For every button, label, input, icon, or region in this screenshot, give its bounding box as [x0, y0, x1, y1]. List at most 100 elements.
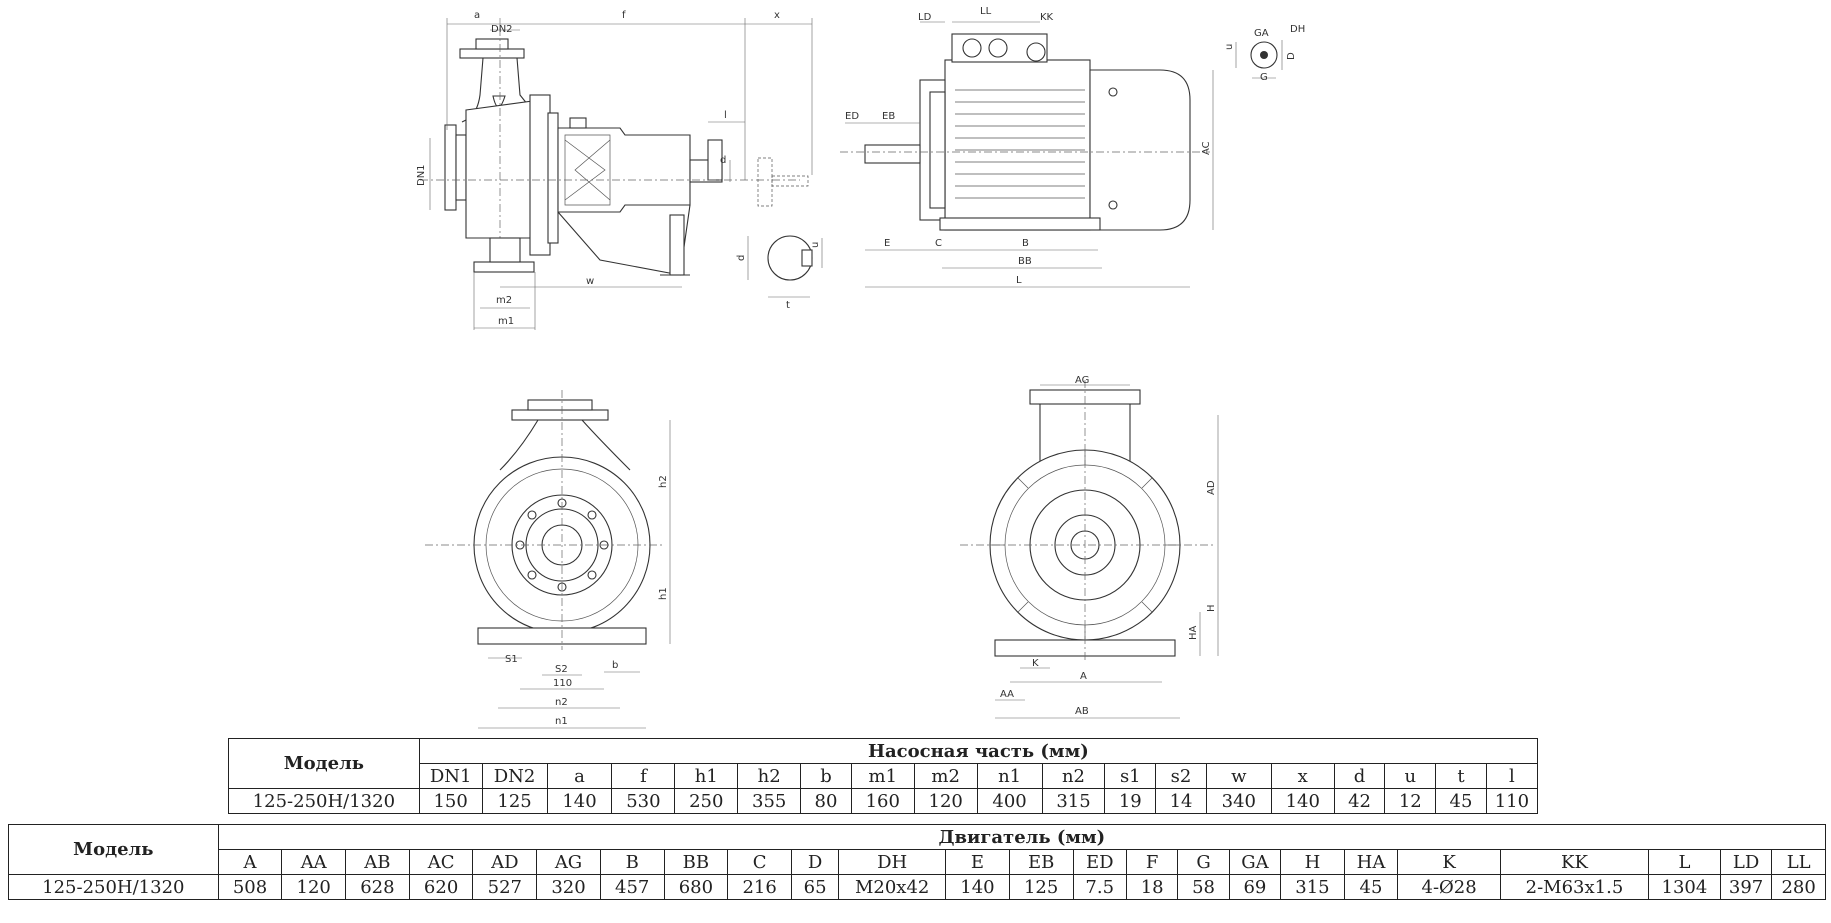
pump-column-header-4: h1 [674, 763, 739, 789]
pump-column-header-1: DN2 [481, 763, 548, 789]
motor-column-header-14: F [1125, 849, 1179, 875]
svg-text:n1: n1 [555, 716, 568, 727]
pump-column-header-9: n1 [976, 763, 1043, 789]
pump-column-header-15: d [1333, 763, 1386, 789]
motor-cell-8: 680 [663, 874, 729, 900]
motor-column-header-1: AA [281, 849, 347, 875]
pump-cell-0: 125-250H/1320 [228, 788, 420, 814]
motor-cell-21: 2-M63x1.5 [1499, 874, 1649, 900]
svg-text:AD: AD [1206, 480, 1217, 495]
svg-text:d: d [736, 255, 747, 261]
pump-column-header-17: t [1435, 763, 1487, 789]
motor-cell-7: 457 [599, 874, 665, 900]
motor-column-header-0: A [217, 849, 283, 875]
motor-cell-3: 628 [345, 874, 410, 900]
pump-cell-7: 80 [800, 788, 852, 814]
motor-cell-18: 315 [1280, 874, 1345, 900]
svg-text:ED: ED [845, 111, 859, 122]
svg-text:C: C [935, 238, 942, 249]
pump-column-header-13: w [1205, 763, 1272, 789]
svg-text:H: H [1206, 604, 1217, 612]
motor-column-header-21: L [1647, 849, 1721, 875]
svg-text:L: L [1016, 275, 1022, 286]
motor-column-header-22: LD [1719, 849, 1773, 875]
svg-text:KK: KK [1040, 12, 1054, 23]
pump-cell-2: 125 [481, 788, 548, 814]
svg-text:a: a [474, 10, 480, 21]
motor-column-header-4: AD [472, 849, 538, 875]
pump-cell-12: 19 [1104, 788, 1157, 814]
motor-cell-19: 45 [1343, 874, 1399, 900]
pump-cell-6: 355 [737, 788, 802, 814]
pump-cell-16: 42 [1333, 788, 1386, 814]
pump-column-header-12: s2 [1155, 763, 1207, 789]
pump-side-view: a DN2 f x l d DN1 w m2 m1 d u t [416, 10, 823, 330]
svg-text:h1: h1 [658, 587, 669, 600]
motor-column-header-2: AB [345, 849, 410, 875]
svg-text:B: B [1022, 238, 1029, 249]
motor-column-header-3: AC [408, 849, 474, 875]
svg-text:LL: LL [980, 6, 992, 17]
motor-front-view: AG AD H HA K A AA AB [960, 375, 1219, 719]
motor-cell-9: 216 [727, 874, 792, 900]
pump-column-header-2: a [546, 763, 613, 789]
shaft-detail-view: GA DH u D G [1224, 24, 1305, 83]
svg-text:110: 110 [553, 678, 572, 689]
motor-column-header-17: H [1280, 849, 1345, 875]
motor-column-header-10: DH [838, 849, 947, 875]
svg-text:HA: HA [1188, 625, 1199, 640]
motor-cell-15: 18 [1125, 874, 1179, 900]
pump-column-header-3: f [611, 763, 676, 789]
svg-text:f: f [622, 10, 626, 21]
motor-cell-14: 7.5 [1072, 874, 1127, 900]
svg-text:BB: BB [1018, 256, 1032, 267]
motor-cell-2: 120 [281, 874, 347, 900]
svg-text:t: t [786, 300, 790, 311]
motor-cell-5: 527 [472, 874, 538, 900]
pump-cell-5: 250 [674, 788, 739, 814]
pump-cell-18: 45 [1435, 788, 1487, 814]
pump-front-view: h2 h1 S1 S2 b 110 n2 n1 [425, 390, 671, 729]
pump-column-header-10: n2 [1041, 763, 1106, 789]
svg-text:u: u [810, 242, 821, 248]
motor-column-header-23: LL [1771, 849, 1826, 875]
motor-column-header-12: EB [1008, 849, 1074, 875]
svg-text:AG: AG [1075, 375, 1089, 386]
motor-column-header-11: E [945, 849, 1010, 875]
pump-column-header-5: h2 [737, 763, 802, 789]
pump-column-header-0: DN1 [418, 763, 483, 789]
pump-column-header-14: x [1270, 763, 1335, 789]
pump-cell-19: 110 [1485, 788, 1539, 814]
pump-column-header-11: s1 [1104, 763, 1157, 789]
motor-cell-16: 58 [1177, 874, 1230, 900]
motor-cell-23: 397 [1719, 874, 1773, 900]
svg-text:G: G [1260, 72, 1268, 83]
svg-text:A: A [1080, 671, 1087, 682]
svg-text:GA: GA [1254, 28, 1269, 39]
pump-column-header-8: m2 [913, 763, 978, 789]
motor-column-header-18: HA [1343, 849, 1399, 875]
svg-text:AC: AC [1201, 141, 1212, 155]
pump-column-header-16: u [1384, 763, 1437, 789]
svg-text:D: D [1286, 52, 1297, 60]
technical-drawing: a DN2 f x l d DN1 w m2 m1 d u t [416, 6, 1305, 729]
motor-cell-0: 125-250H/1320 [8, 874, 219, 900]
motor-cell-10: 65 [790, 874, 840, 900]
svg-text:AA: AA [1000, 689, 1014, 700]
pump-cell-3: 140 [546, 788, 613, 814]
motor-column-header-20: KK [1499, 849, 1649, 875]
svg-text:m1: m1 [498, 316, 514, 327]
motor-cell-12: 140 [945, 874, 1010, 900]
svg-text:DN1: DN1 [416, 164, 427, 186]
svg-text:u: u [1224, 44, 1235, 50]
motor-column-header-9: D [790, 849, 840, 875]
pump-cell-1: 150 [418, 788, 483, 814]
svg-text:DH: DH [1290, 24, 1305, 35]
pump-cell-17: 12 [1384, 788, 1437, 814]
